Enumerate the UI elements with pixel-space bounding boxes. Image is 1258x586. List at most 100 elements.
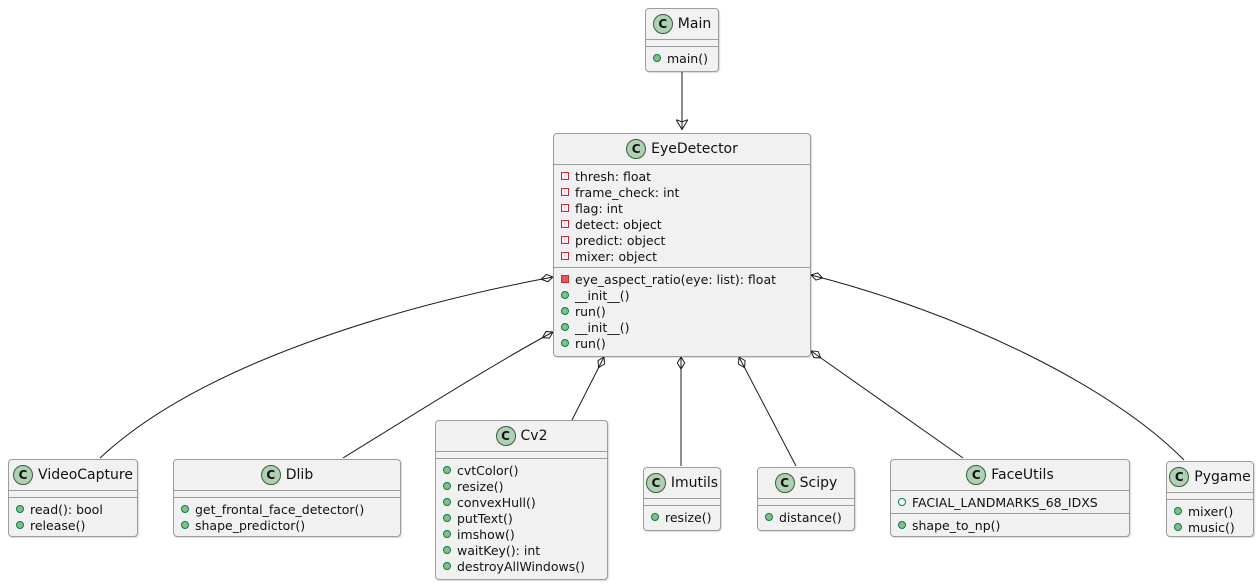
member-text: main() <box>667 50 708 66</box>
member-row: distance() <box>758 509 854 525</box>
member-text: convexHull() <box>457 494 536 510</box>
public-method-icon <box>16 521 24 529</box>
public-method-icon <box>561 307 569 315</box>
class-box-main: C Main main() <box>645 8 719 72</box>
public-method-icon <box>1174 507 1182 515</box>
class-c-icon: C <box>645 473 666 493</box>
public-method-icon <box>1174 523 1182 531</box>
class-c-icon: C <box>626 139 647 159</box>
member-row: imshow() <box>436 526 607 542</box>
member-text: imshow() <box>457 526 515 542</box>
private-field-icon <box>561 252 569 260</box>
member-row: FACIAL_LANDMARKS_68_IDXS <box>891 494 1129 510</box>
class-title: C VideoCapture <box>9 460 137 491</box>
member-row: mixer: object <box>554 248 810 264</box>
public-method-icon <box>181 505 189 513</box>
private-field-icon <box>561 236 569 244</box>
member-text: mixer: object <box>575 248 657 264</box>
member-row: detect: object <box>554 216 810 232</box>
private-field-icon <box>561 204 569 212</box>
public-method-icon <box>561 291 569 299</box>
member-row: destroyAllWindows() <box>436 558 607 574</box>
public-method-icon <box>651 513 659 521</box>
member-text: waitKey(): int <box>457 542 541 558</box>
member-row: run() <box>554 335 810 351</box>
member-text: frame_check: int <box>575 184 680 200</box>
member-row: get_frontal_face_detector() <box>174 501 400 517</box>
public-method-icon <box>16 505 24 513</box>
member-text: cvtColor() <box>457 462 519 478</box>
private-field-icon <box>561 172 569 180</box>
class-c-icon: C <box>652 14 673 34</box>
member-row: waitKey(): int <box>436 542 607 558</box>
class-title: C EyeDetector <box>554 134 810 165</box>
member-text: flag: int <box>575 200 623 216</box>
public-method-icon <box>561 339 569 347</box>
class-name: Pygame <box>1194 469 1251 485</box>
class-name: Imutils <box>670 475 719 491</box>
member-text: music() <box>1188 519 1235 535</box>
member-text: mixer() <box>1188 503 1234 519</box>
member-text: read(): bool <box>30 501 103 517</box>
public-method-icon <box>561 323 569 331</box>
class-box-imutils: C Imutils resize() <box>643 467 721 531</box>
member-text: shape_predictor() <box>195 517 306 533</box>
member-row: convexHull() <box>436 494 607 510</box>
class-box-pygame: C Pygame mixer()music() <box>1166 461 1254 537</box>
class-c-icon: C <box>495 426 516 446</box>
member-row: __init__() <box>554 287 810 303</box>
member-row: predict: object <box>554 232 810 248</box>
public-method-icon <box>898 521 906 529</box>
class-box-scipy: C Scipy distance() <box>757 467 855 531</box>
member-text: destroyAllWindows() <box>457 558 585 574</box>
member-row: release() <box>9 517 137 533</box>
member-text: putText() <box>457 510 513 526</box>
public-method-icon <box>653 54 661 62</box>
member-text: release() <box>30 517 86 533</box>
class-box-cv2: C Cv2 cvtColor()resize()convexHull()putT… <box>435 420 608 580</box>
member-text: eye_aspect_ratio(eye: list): float <box>575 271 777 287</box>
methods-section: distance() <box>758 505 854 528</box>
public-method-icon <box>443 466 451 474</box>
member-row: flag: int <box>554 200 810 216</box>
member-row: main() <box>646 50 718 66</box>
class-c-icon: C <box>1169 467 1190 487</box>
private-method-icon <box>561 275 569 283</box>
class-box-dlib: C Dlib get_frontal_face_detector()shape_… <box>173 459 401 537</box>
fields-section: FACIAL_LANDMARKS_68_IDXS <box>891 491 1129 513</box>
member-row: frame_check: int <box>554 184 810 200</box>
public-field-icon <box>898 498 906 506</box>
member-row: shape_to_np() <box>891 517 1129 533</box>
class-c-icon: C <box>13 465 34 485</box>
class-title: C Imutils <box>644 468 720 499</box>
class-title: C Pygame <box>1167 462 1253 493</box>
member-row: eye_aspect_ratio(eye: list): float <box>554 271 810 287</box>
methods-section: shape_to_np() <box>891 513 1129 536</box>
member-row: music() <box>1167 519 1253 535</box>
member-row: shape_predictor() <box>174 517 400 533</box>
member-row: putText() <box>436 510 607 526</box>
member-text: resize() <box>665 509 712 525</box>
member-text: thresh: float <box>575 168 652 184</box>
member-text: FACIAL_LANDMARKS_68_IDXS <box>912 494 1098 510</box>
member-text: __init__() <box>575 287 630 303</box>
class-name: EyeDetector <box>651 141 738 157</box>
member-text: run() <box>575 303 606 319</box>
class-title: C Dlib <box>174 460 400 491</box>
methods-section: mixer()music() <box>1167 499 1253 536</box>
public-method-icon <box>443 530 451 538</box>
class-title: C Cv2 <box>436 421 607 452</box>
class-c-icon: C <box>966 465 987 485</box>
public-method-icon <box>443 546 451 554</box>
edge-eyedetector-to-cv2 <box>571 356 606 421</box>
private-field-icon <box>561 220 569 228</box>
member-row: thresh: float <box>554 168 810 184</box>
class-title: C Scipy <box>758 468 854 499</box>
member-text: resize() <box>457 478 504 494</box>
methods-section: eye_aspect_ratio(eye: list): float__init… <box>554 267 810 354</box>
methods-section: get_frontal_face_detector()shape_predict… <box>174 497 400 536</box>
class-name: Dlib <box>285 467 314 483</box>
member-text: distance() <box>779 509 842 525</box>
member-row: run() <box>554 303 810 319</box>
